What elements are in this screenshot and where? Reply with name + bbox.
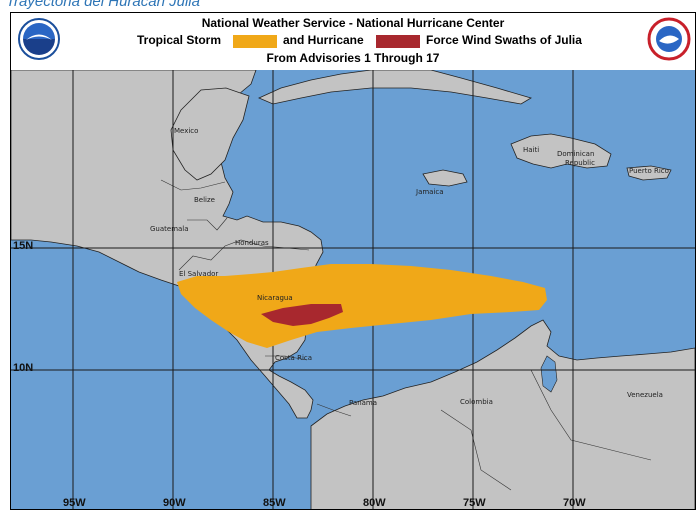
noaa-logo-icon <box>18 18 60 60</box>
lon-label-85w: 85W <box>263 497 286 509</box>
label-mexico: Mexico <box>174 127 199 135</box>
map-frame: National Weather Service - National Hurr… <box>10 12 696 510</box>
legend-tropical-storm-label: Tropical Storm <box>137 33 222 47</box>
label-honduras: Honduras <box>235 239 269 247</box>
south-america-landmass <box>310 319 695 509</box>
label-panama: Panama <box>349 399 378 407</box>
label-colombia: Colombia <box>460 398 493 406</box>
lon-label-80w: 80W <box>363 497 386 509</box>
lon-label-70w: 70W <box>563 497 586 509</box>
tropical-storm-swath <box>177 264 547 348</box>
label-puerto-rico: Puerto Rico <box>629 167 669 175</box>
tropical-storm-swatch <box>233 35 277 48</box>
hispaniola-island <box>510 133 612 169</box>
lon-label-75w: 75W <box>463 497 486 509</box>
label-el-salvador: El Salvador <box>179 270 219 278</box>
caption: Trayectoria del Huracán Julia <box>0 0 699 12</box>
lat-label-10n: 10N <box>13 362 34 374</box>
label-costa-rica: Costa Rica <box>275 354 313 362</box>
lake-maracaibo <box>540 355 558 393</box>
caption-text: Trayectoria del Huracán Julia <box>6 0 200 10</box>
hurricane-swatch <box>376 35 420 48</box>
label-nicaragua: Nicaragua <box>257 294 293 302</box>
label-guatemala: Guatemala <box>150 225 189 233</box>
label-dominican: Dominican <box>557 150 595 158</box>
label-jamaica: Jamaica <box>416 188 444 196</box>
puerto-rico-island <box>626 165 672 181</box>
map-header: National Weather Service - National Hurr… <box>11 13 695 71</box>
label-haiti: Haiti <box>523 146 540 154</box>
header-subtitle: From Advisories 1 Through 17 <box>266 51 440 65</box>
label-belize: Belize <box>194 196 215 204</box>
lon-label-90w: 90W <box>163 497 186 509</box>
legend-row: Tropical Storm and Hurricane Force Wind … <box>11 33 695 49</box>
jamaica-island <box>422 169 468 187</box>
hurricane-swath <box>261 304 343 326</box>
cuba-island <box>258 70 532 105</box>
lon-label-95w: 95W <box>63 497 86 509</box>
label-venezuela: Venezuela <box>627 391 663 399</box>
nws-logo-icon <box>647 17 691 61</box>
label-republic: Republic <box>565 159 595 167</box>
graticule <box>11 70 695 509</box>
legend-hurricane-label: and Hurricane <box>283 33 364 47</box>
map-canvas <box>11 70 695 509</box>
legend-wind-swaths-label: Force Wind Swaths of Julia <box>426 33 582 47</box>
lat-label-15n: 15N <box>13 240 34 252</box>
header-title: National Weather Service - National Hurr… <box>201 16 505 30</box>
